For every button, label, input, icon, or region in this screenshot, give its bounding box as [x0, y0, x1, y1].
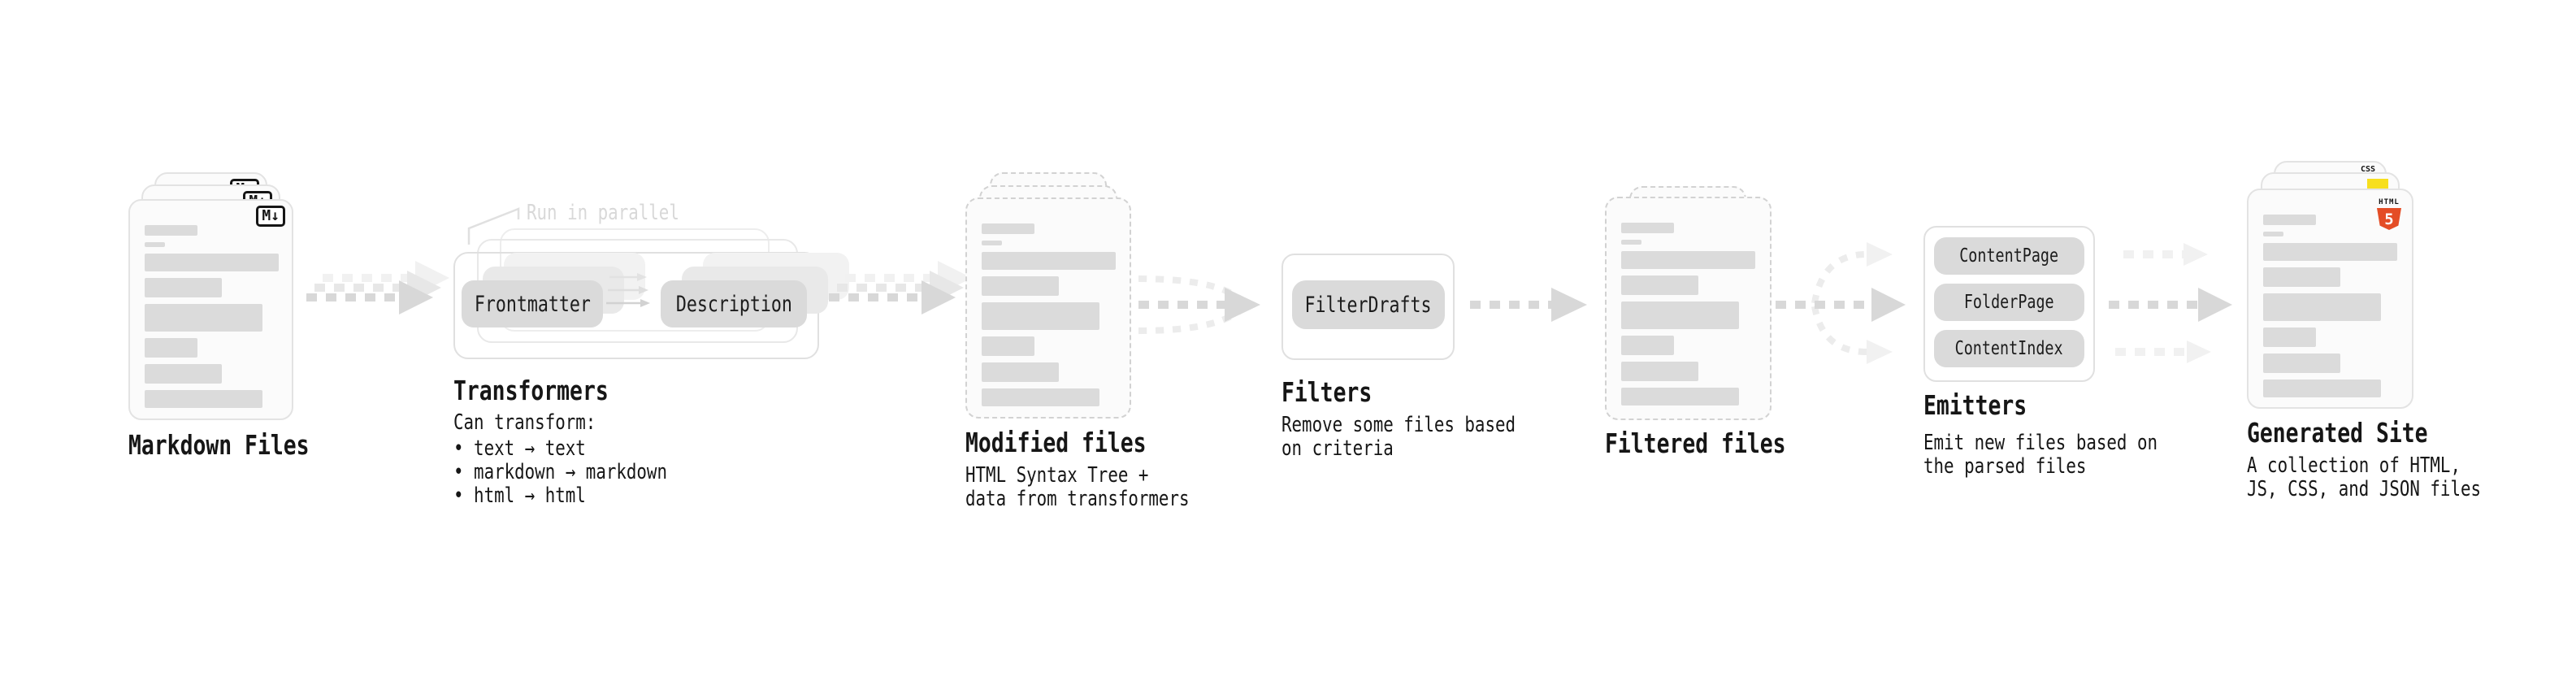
- transformers-note: Can transform: • text → text • markdown …: [453, 411, 667, 508]
- content-bar: [982, 362, 1059, 382]
- flow-parallel-arrows-icon: [2109, 243, 2232, 363]
- modified-files-note: HTML Syntax Tree + data from transformer…: [965, 464, 1190, 511]
- modified-files-label: Modified files: [965, 427, 1147, 458]
- content-bar: [145, 254, 279, 271]
- content-bar: [982, 276, 1059, 296]
- html5-icon: HTML 5: [2374, 198, 2404, 230]
- modified-files-stack: [965, 172, 1131, 419]
- note-line: data from transformers: [965, 487, 1190, 511]
- content-bar: [2263, 243, 2397, 261]
- run-in-parallel-annotation: Run in parallel: [527, 201, 679, 225]
- content-bar: [982, 336, 1034, 356]
- filtered-files-label: Filtered files: [1605, 427, 1786, 459]
- content-bar: [2263, 267, 2340, 287]
- flow-arrow-stack-icon: [306, 261, 449, 314]
- markdown-icon: M↓: [256, 206, 285, 227]
- css-icon-label: CSS: [2360, 165, 2376, 174]
- content-bar: [1621, 223, 1674, 233]
- filters-label: Filters: [1281, 376, 1373, 408]
- generated-site-label: Generated Site: [2247, 417, 2428, 449]
- modified-file-card-front: [965, 197, 1131, 419]
- content-bar: [145, 338, 197, 358]
- content-bar: [145, 278, 222, 297]
- content-bar: [2263, 232, 2283, 236]
- contentindex-pill-label: ContentIndex: [1955, 338, 2063, 359]
- transformers-label: Transformers: [453, 375, 609, 406]
- note-line: • text → text: [453, 436, 586, 461]
- file-content-bars: [145, 225, 279, 408]
- note-line: Can transform:: [453, 410, 596, 435]
- file-content-bars: [982, 223, 1116, 406]
- folderpage-pill: FolderPage: [1934, 284, 2084, 321]
- description-pill-label: Description: [675, 291, 792, 317]
- filtered-files-stack: [1605, 186, 1772, 420]
- content-bar: [1621, 240, 1641, 245]
- folderpage-pill-label: FolderPage: [1964, 292, 2054, 313]
- transform-arrows-icon: [606, 273, 650, 307]
- annotation-leader-icon: [467, 207, 520, 245]
- content-bar: [2263, 380, 2381, 397]
- generated-site-note: A collection of HTML, JS, CSS, and JSON …: [2247, 454, 2481, 501]
- markdown-files-stack: M↓ M↓ M↓: [128, 172, 293, 420]
- emitters-note: Emit new files based on the parsed files: [1923, 432, 2158, 479]
- contentpage-pill: ContentPage: [1934, 237, 2084, 275]
- note-line: JS, CSS, and JSON files: [2247, 477, 2482, 501]
- description-pill: Description: [661, 280, 807, 327]
- note-line: on criteria: [1281, 436, 1394, 461]
- flow-split-arrow-icon: [1776, 242, 1906, 364]
- content-bar: [1621, 301, 1739, 329]
- note-line: Remove some files based: [1281, 413, 1516, 437]
- content-bar: [1621, 251, 1755, 269]
- content-bar: [2263, 354, 2340, 373]
- content-bar: [1621, 388, 1739, 406]
- content-bar: [2263, 215, 2316, 225]
- frontmatter-pill-label: Frontmatter: [474, 291, 591, 317]
- flow-arrow-stack-icon: [829, 261, 972, 314]
- content-bar: [145, 390, 262, 408]
- contentpage-pill-label: ContentPage: [1959, 245, 2059, 267]
- content-bar: [2263, 293, 2381, 321]
- content-bar: [1621, 362, 1698, 381]
- html5-icon-word: HTML: [2379, 198, 2400, 206]
- markdown-files-label: Markdown Files: [128, 429, 310, 461]
- content-bar: [1621, 336, 1674, 355]
- generated-site-stack: CSS HTML 5: [2247, 161, 2413, 409]
- content-bar: [145, 364, 222, 384]
- note-line: • markdown → markdown: [453, 460, 667, 484]
- note-line: the parsed files: [1923, 454, 2087, 479]
- note-line: A collection of HTML,: [2247, 453, 2461, 478]
- content-bar: [2263, 327, 2316, 347]
- content-bar: [982, 388, 1099, 406]
- contentindex-pill: ContentIndex: [1934, 330, 2084, 367]
- content-bar: [982, 252, 1116, 270]
- frontmatter-pill: Frontmatter: [462, 280, 603, 327]
- emitters-label: Emitters: [1923, 389, 2027, 421]
- content-bar: [1621, 275, 1698, 295]
- note-line: Emit new files based on: [1923, 431, 2158, 455]
- file-content-bars: [1621, 223, 1755, 406]
- note-line: HTML Syntax Tree +: [965, 463, 1149, 488]
- content-bar: [982, 241, 1002, 245]
- filters-note: Remove some files based on criteria: [1281, 414, 1516, 461]
- html-file-card: HTML 5: [2247, 189, 2413, 409]
- content-bar: [982, 302, 1099, 330]
- filterdrafts-pill: FilterDrafts: [1292, 280, 1445, 329]
- filtered-file-card-front: [1605, 197, 1772, 420]
- content-bar: [145, 225, 197, 236]
- note-line: • html → html: [453, 484, 586, 508]
- flow-merge-arrow-icon: [1138, 275, 1260, 334]
- flow-arrow-icon: [1470, 288, 1587, 322]
- content-bar: [145, 304, 262, 332]
- filterdrafts-pill-label: FilterDrafts: [1304, 292, 1433, 318]
- markdown-file-card-front: M↓: [128, 199, 293, 420]
- file-content-bars: [2263, 215, 2397, 397]
- content-bar: [982, 223, 1034, 234]
- content-bar: [145, 242, 165, 247]
